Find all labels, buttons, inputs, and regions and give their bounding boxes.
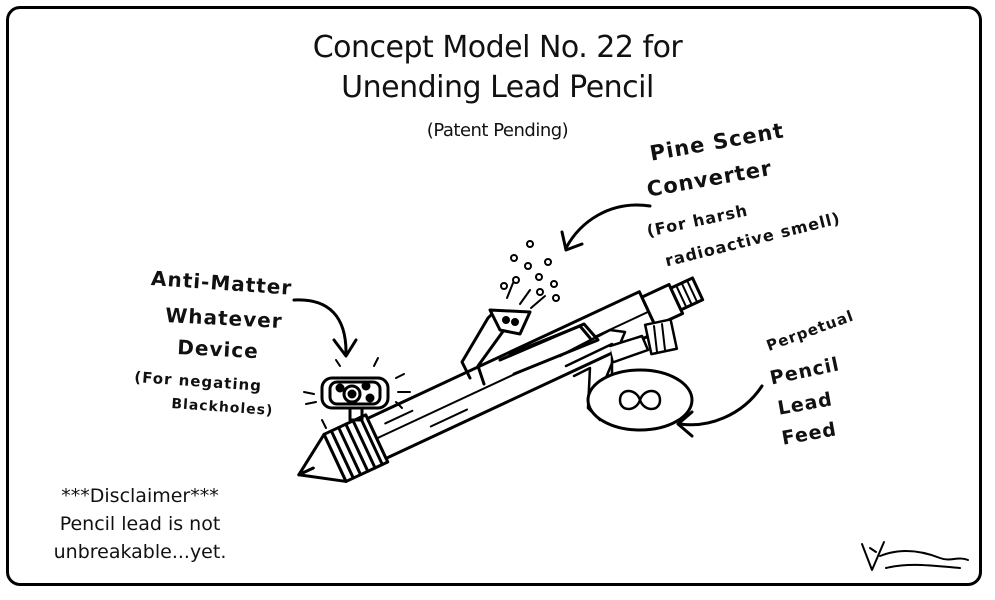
signature: [861, 541, 969, 571]
disclaimer-line-3: unbreakable...yet.: [53, 541, 227, 563]
scent-particles: [500, 240, 560, 302]
anti-matter-device: [303, 357, 411, 429]
subtitle: (Patent Pending): [426, 120, 569, 141]
title-line-2: Unending Lead Pencil: [341, 70, 654, 105]
arrow-pine-scent: [560, 203, 652, 252]
infinity-coil: [586, 368, 694, 432]
title-line-1: Concept Model No. 22 for: [312, 30, 683, 65]
disclaimer-line-2: Pencil lead is not: [59, 513, 221, 535]
arrow-anti-matter: [292, 298, 358, 358]
arrow-lead-feed: [676, 384, 764, 438]
comic-frame: [6, 6, 982, 586]
disclaimer-heading: ***Disclaimer***: [61, 485, 219, 507]
pine-scent-converter: [460, 282, 600, 386]
